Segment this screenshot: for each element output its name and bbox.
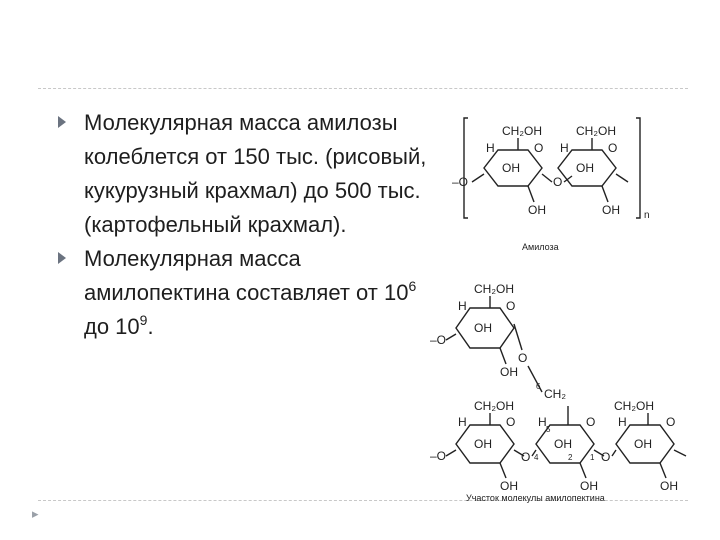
amylopectin-ch2: CH₂ — [544, 387, 566, 401]
amylopectin-num-4: 4 — [534, 453, 539, 462]
amylose-ch2oh-1: CH₂OH — [502, 124, 542, 138]
amylopectin-oh: OH — [660, 479, 678, 493]
amylopectin-o: O — [521, 450, 530, 464]
amylose-oh: OH — [602, 203, 620, 217]
amylose-h: H — [560, 141, 569, 155]
bullet-amylose: Молекулярная масса амилозы колеблется от… — [58, 106, 428, 242]
amylopectin-oh: OH — [500, 479, 518, 493]
bullet-amylopectin-middle: до 10 — [84, 314, 140, 339]
amylose-h: H — [486, 141, 495, 155]
amylose-subscript-n: n — [644, 210, 650, 221]
amylopectin-ch2oh: CH₂OH — [614, 399, 654, 413]
amylopectin-num-2: 2 — [568, 453, 573, 462]
amylopectin-oh: OH — [554, 437, 572, 451]
amylose-o: O — [553, 175, 562, 189]
amylopectin-caption: Участок молекулы амилопектина — [466, 493, 605, 503]
exponent-6: 6 — [408, 278, 417, 294]
amylopectin-link-o: –O — [430, 449, 446, 463]
amylose-oh: OH — [576, 161, 594, 175]
slide-text: Молекулярная масса амилозы колеблется от… — [58, 106, 428, 344]
amylose-oh: OH — [502, 161, 520, 175]
amylose-o: O — [534, 141, 543, 155]
amylose-caption: Амилоза — [522, 242, 559, 252]
starch-structure-diagram: CH₂OH CH₂OH H O H O OH OH –O O OH OH n А… — [430, 117, 687, 503]
amylopectin-o: O — [506, 299, 515, 313]
bullet-arrow-icon — [58, 116, 66, 128]
amylopectin-num-1: 1 — [590, 453, 595, 462]
amylopectin-h: H — [618, 415, 627, 429]
bullet-amylopectin: Молекулярная масса амилопектина составля… — [58, 242, 428, 344]
amylopectin-num-5: 5 — [546, 425, 551, 434]
bottom-divider — [38, 500, 688, 501]
bullet-amylopectin-text: Молекулярная масса амилопектина составля… — [84, 246, 409, 305]
slide-corner-arrow-icon: ▸ — [32, 506, 39, 521]
amylose-link-o: –O — [452, 175, 468, 189]
amylopectin-oh: OH — [634, 437, 652, 451]
amylopectin-oh: OH — [580, 479, 598, 493]
amylopectin-h: H — [538, 415, 547, 429]
amylopectin-o: O — [586, 415, 595, 429]
amylopectin-oh: OH — [500, 365, 518, 379]
amylopectin-ch2oh: CH₂OH — [474, 399, 514, 413]
amylopectin-oh: OH — [474, 437, 492, 451]
amylopectin-oh: OH — [474, 321, 492, 335]
amylopectin-o: O — [506, 415, 515, 429]
amylose-o: O — [608, 141, 617, 155]
amylose-oh: OH — [528, 203, 546, 217]
exponent-9: 9 — [139, 312, 148, 328]
amylopectin-num-6: 6 — [536, 382, 541, 391]
bullet-amylose-text: Молекулярная масса амилозы колеблется от… — [84, 110, 427, 237]
amylopectin-o: O — [601, 450, 610, 464]
amylopectin-h: H — [458, 299, 467, 313]
amylopectin-bridge-o: O — [518, 351, 527, 365]
amylopectin-o: O — [666, 415, 675, 429]
amylopectin-link-o: –O — [430, 333, 446, 347]
bullet-arrow-icon — [58, 252, 66, 264]
bullet-amylopectin-end: . — [147, 314, 154, 339]
amylopectin-ch2oh: CH₂OH — [474, 282, 514, 296]
amylose-ch2oh-2: CH₂OH — [576, 124, 616, 138]
top-divider — [38, 88, 688, 89]
amylopectin-h: H — [458, 415, 467, 429]
